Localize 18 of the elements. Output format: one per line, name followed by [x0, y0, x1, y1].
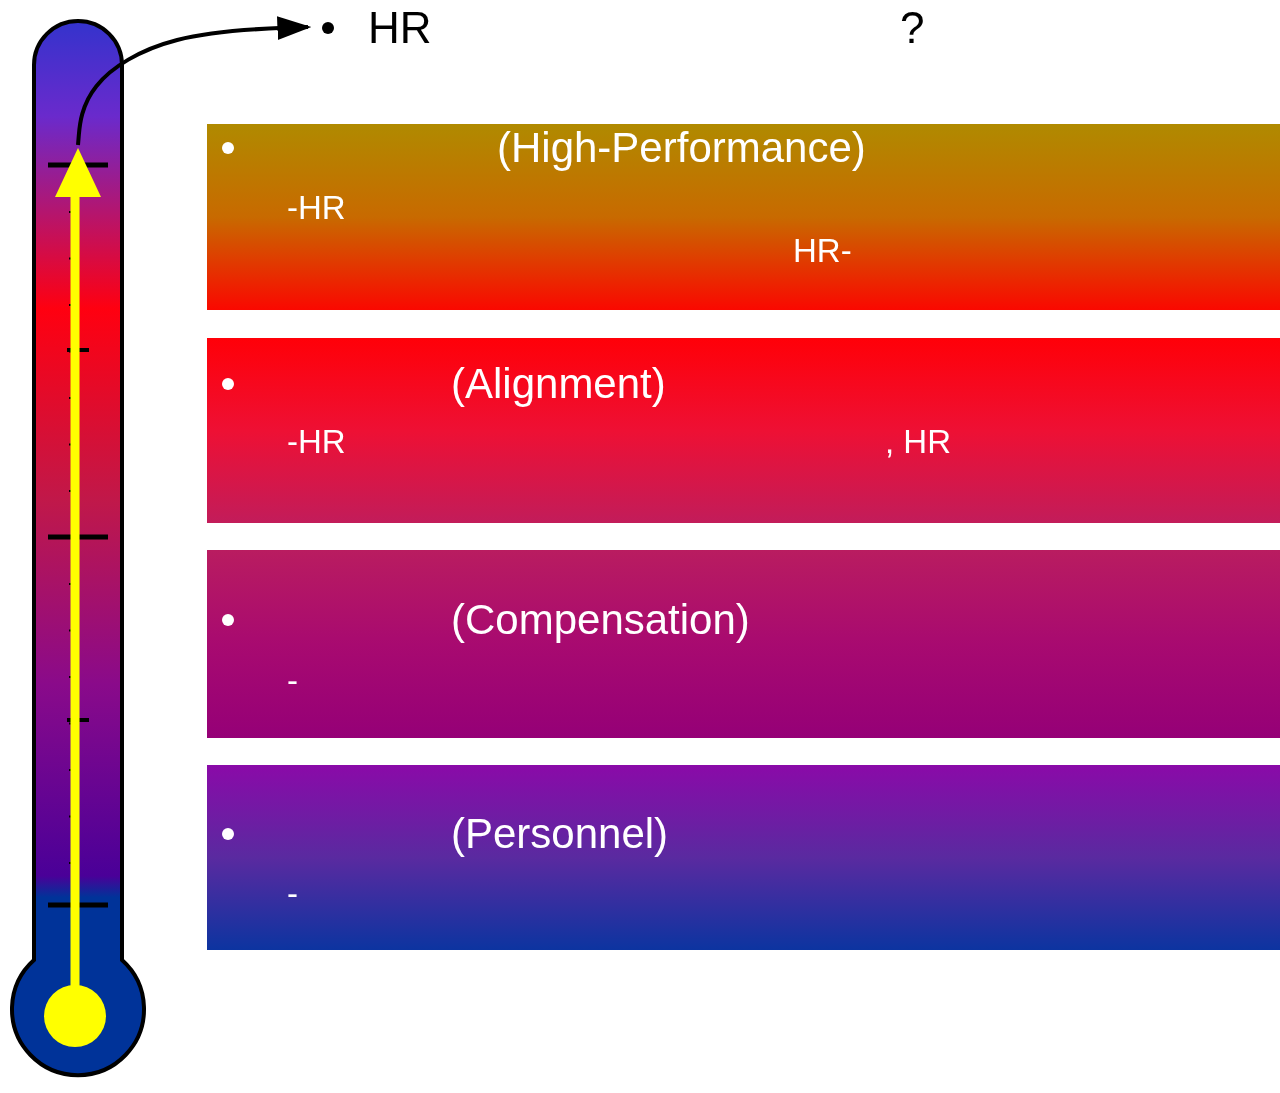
gradient-band — [207, 124, 1280, 310]
band-heading: (Compensation) — [451, 599, 750, 641]
band-text: HR — [368, 6, 432, 50]
gradient-band — [207, 765, 1280, 950]
gradient-band — [207, 338, 1280, 523]
band-text: HR- — [793, 233, 852, 267]
gradient-band — [207, 550, 1280, 738]
question-mark-text: ? — [900, 6, 925, 50]
curved-arrow — [76, 16, 312, 146]
band-heading: (Alignment) — [451, 363, 666, 405]
band-heading: (High-Performance) — [497, 127, 866, 169]
band-text: - — [287, 876, 298, 910]
band-heading: (Personnel) — [451, 813, 669, 855]
band-text: - — [287, 663, 298, 697]
band-text: -HR — [287, 190, 346, 224]
band-text: , HR — [885, 424, 951, 458]
thermometer-drawing — [10, 19, 146, 1078]
band-text: -HR — [287, 424, 346, 458]
